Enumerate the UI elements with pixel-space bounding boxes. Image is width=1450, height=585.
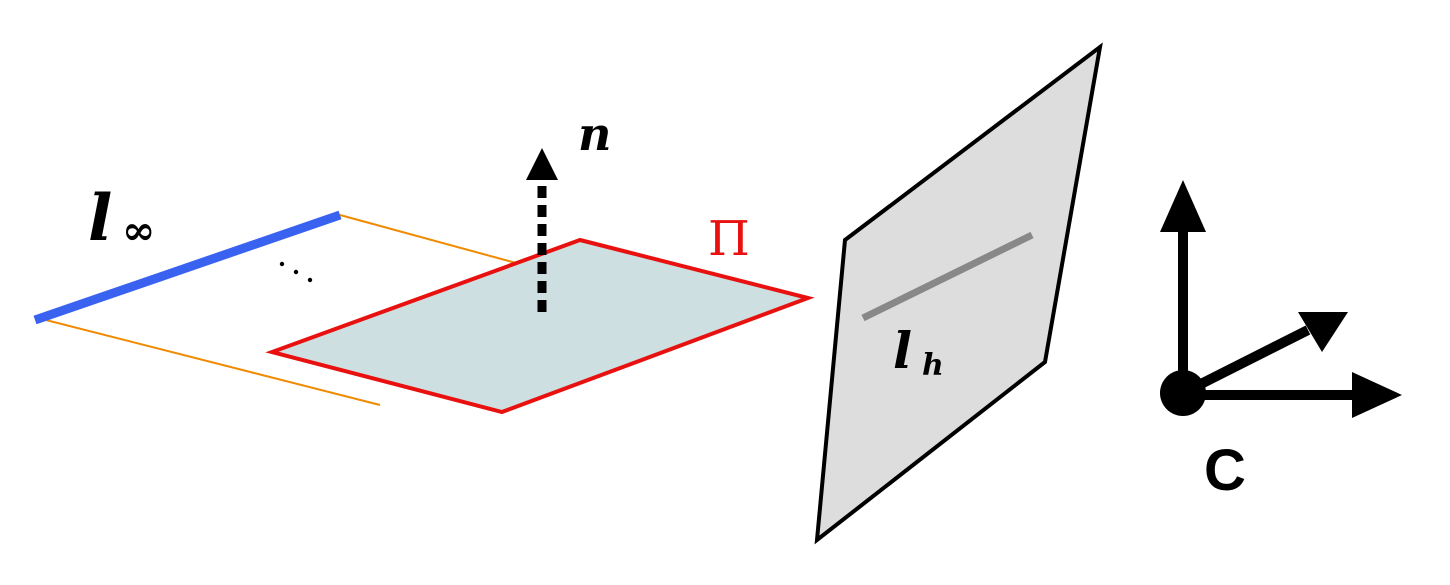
- normal-label: n: [578, 107, 611, 161]
- camera-center-label: C: [1204, 438, 1246, 503]
- ground-plane: [265, 237, 815, 415]
- ellipsis-dots: [279, 261, 313, 283]
- camera-up-arrowhead: [1160, 180, 1206, 232]
- horizon-subscript: h: [922, 348, 944, 383]
- plane-label: Π: [708, 211, 750, 267]
- line-at-infinity-subscript: ∞: [122, 207, 155, 254]
- normal-arrowhead: [526, 148, 558, 180]
- camera-right-arrowhead: [1352, 372, 1402, 418]
- horizon-label: l: [893, 321, 912, 380]
- camera-frame: [1160, 180, 1402, 418]
- orange-bottom-line: [37, 317, 381, 406]
- image-plane: [814, 42, 1103, 545]
- line-at-infinity: [33, 210, 342, 325]
- line-at-infinity-label: l: [88, 181, 112, 256]
- camera-depth-arrowhead: [1298, 312, 1348, 352]
- camera-center-dot: [1160, 370, 1206, 416]
- horizon-line: [861, 231, 1034, 322]
